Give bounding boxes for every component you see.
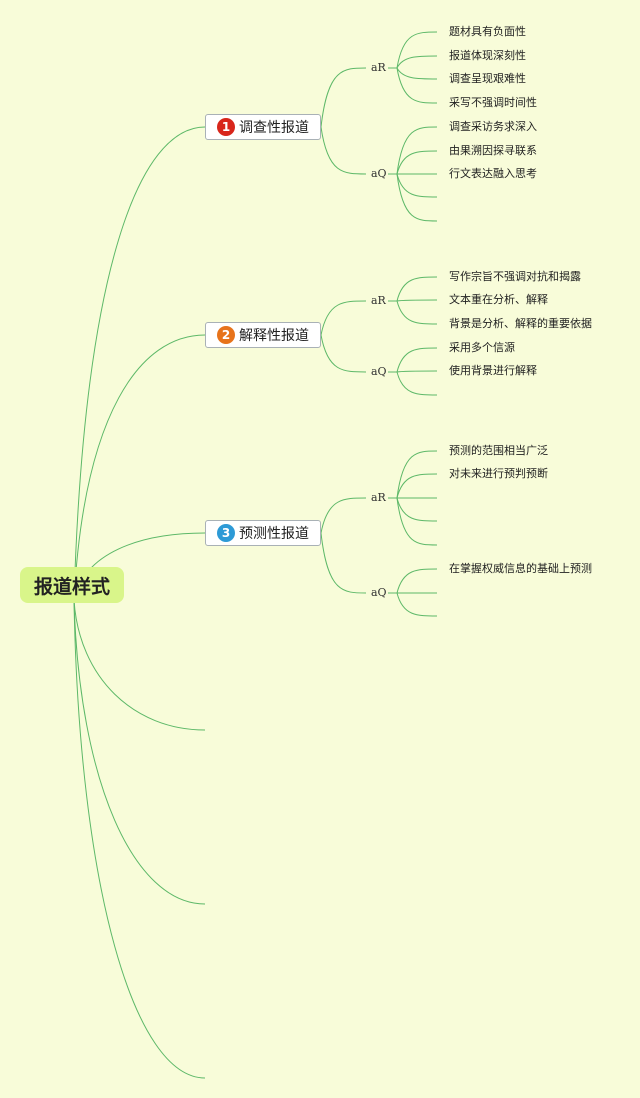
connector-sub-leaf: [396, 173, 438, 222]
connector-branch-sub: [320, 300, 367, 336]
connector-sub-leaf: [396, 371, 438, 396]
number-badge-icon: 1: [217, 118, 235, 136]
connector-root-branch: [73, 334, 206, 601]
leaf-node[interactable]: 报道体现深刻性: [449, 49, 526, 62]
connector-branch-sub: [320, 126, 367, 175]
leaf-node[interactable]: 题材具有负面性: [449, 25, 526, 38]
connector-branch-sub: [320, 497, 367, 534]
number-badge-icon: 3: [217, 524, 235, 542]
connector-root-empty: [73, 599, 206, 905]
connector-sub-leaf: [396, 150, 438, 175]
branch-node-investigative[interactable]: 1 调查性报道: [205, 114, 321, 140]
connector-sub-leaf: [396, 473, 438, 499]
connector-sub-leaf: [396, 67, 438, 80]
leaf-node[interactable]: 行文表达融入思考: [449, 167, 537, 180]
leaf-node[interactable]: 在掌握权威信息的基础上预测: [449, 562, 592, 575]
connector-sub-leaf: [396, 370, 438, 373]
leaf-node[interactable]: 调查呈现艰难性: [449, 72, 526, 85]
leaf-node[interactable]: 调查采访务求深入: [449, 120, 537, 133]
connector-sub-leaf: [396, 67, 438, 104]
leaf-node[interactable]: 采用多个信源: [449, 341, 515, 354]
leaf-node[interactable]: 由果溯因探寻联系: [449, 144, 537, 157]
leaf-node[interactable]: 采写不强调时间性: [449, 96, 537, 109]
root-node[interactable]: 报道样式: [20, 567, 124, 603]
connector-sub-leaf: [396, 347, 438, 373]
branch-node-interpretive[interactable]: 2 解释性报道: [205, 322, 321, 348]
sub-node-ar[interactable]: aR: [371, 61, 386, 74]
connector-branch-sub: [320, 67, 367, 128]
number-badge-icon: 2: [217, 326, 235, 344]
connector-sub-leaf: [396, 276, 438, 302]
leaf-node[interactable]: 对未来进行预判预断: [449, 467, 548, 480]
leaf-node[interactable]: 写作宗旨不强调对抗和揭露: [449, 270, 581, 283]
connector-root-branch: [73, 126, 206, 601]
leaf-node[interactable]: 预测的范围相当广泛: [449, 444, 548, 457]
connector-sub-leaf: [396, 126, 438, 175]
sub-node-aq[interactable]: aQ: [371, 167, 387, 180]
connector-sub-leaf: [396, 299, 438, 302]
connector-branch-sub: [320, 532, 367, 594]
connector-sub-leaf: [396, 173, 438, 198]
connector-sub-leaf: [396, 450, 438, 499]
leaf-node[interactable]: 文本重在分析、解释: [449, 293, 548, 306]
branch-label: 预测性报道: [239, 526, 309, 542]
sub-node-ar[interactable]: aR: [371, 294, 386, 307]
connector-root-empty: [73, 599, 206, 1079]
sub-node-aq[interactable]: aQ: [371, 365, 387, 378]
connector-sub-leaf: [396, 497, 438, 546]
connector-sub-leaf: [396, 592, 438, 617]
connector-sub-leaf: [396, 497, 438, 522]
branch-node-predictive[interactable]: 3 预测性报道: [205, 520, 321, 546]
connector-sub-leaf: [396, 31, 438, 69]
leaf-node[interactable]: 使用背景进行解释: [449, 364, 537, 377]
connector-sub-leaf: [396, 568, 438, 594]
connector-sub-leaf: [396, 55, 438, 69]
branch-label: 解释性报道: [239, 328, 309, 344]
connector-sub-leaf: [396, 300, 438, 325]
leaf-node[interactable]: 背景是分析、解释的重要依据: [449, 317, 592, 330]
branch-label: 调查性报道: [239, 120, 309, 136]
connector-root-empty: [73, 599, 206, 731]
sub-node-aq[interactable]: aQ: [371, 586, 387, 599]
connector-branch-sub: [320, 334, 367, 373]
sub-node-ar[interactable]: aR: [371, 491, 386, 504]
